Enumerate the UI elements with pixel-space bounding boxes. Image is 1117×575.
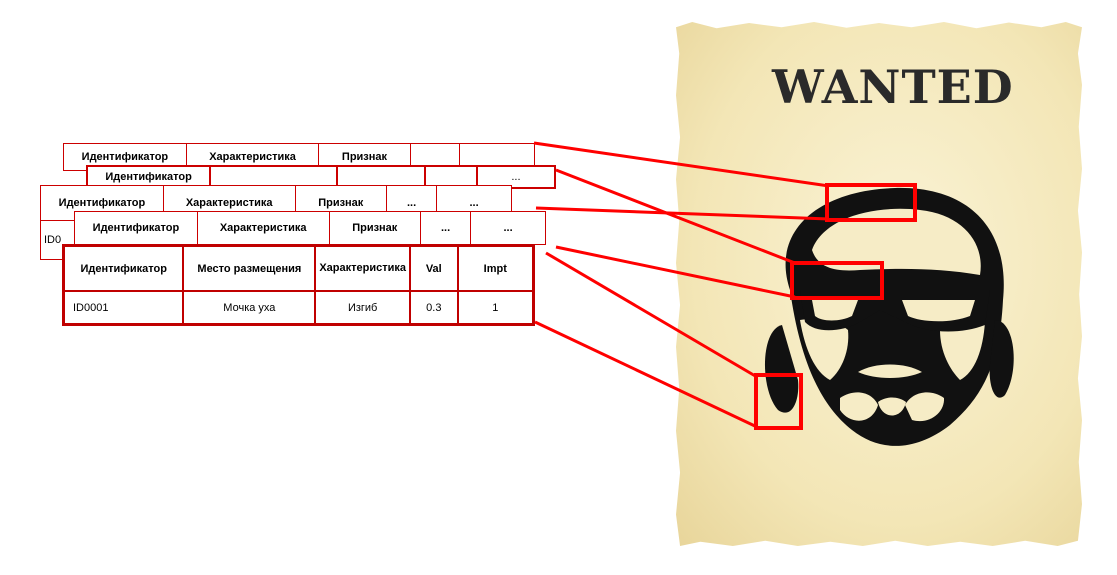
left-ear (764, 325, 799, 413)
right-lens-highlight (902, 300, 975, 322)
forehead-light (812, 208, 981, 275)
cell-id: ID0001 (62, 290, 185, 326)
header-id: Идентификатор (62, 244, 185, 292)
cell-location: Мочка уха (182, 290, 317, 326)
connector-line (533, 141, 830, 188)
header-cell: Признак (328, 211, 421, 245)
cell-val: 0.3 (409, 290, 459, 326)
highlight-box-ear (754, 373, 803, 430)
sunglasses-lenses (812, 300, 975, 322)
connector-line (534, 320, 758, 429)
left-cheek (800, 319, 849, 380)
header-val: Val (409, 244, 459, 292)
header-characteristic: Характеристика (314, 244, 412, 292)
right-ear (989, 320, 1014, 398)
connector-lines (533, 141, 830, 429)
chin-right (905, 392, 945, 422)
right-cheek (940, 320, 985, 380)
highlight-box-eyebrow (790, 261, 884, 300)
back-table-4: Идентификатор Характеристика Признак ...… (74, 211, 546, 245)
chin-left (840, 392, 878, 421)
header-impt: Impt (456, 244, 535, 292)
chin-center (878, 397, 906, 416)
connector-line (555, 168, 796, 265)
cell-impt: 1 (456, 290, 535, 326)
highlight-box-hair (825, 183, 917, 222)
poster-title: WANTED (772, 60, 1014, 114)
header-location: Место размещения (182, 244, 317, 292)
cell-characteristic: Изгиб (314, 290, 412, 326)
left-lens-highlight (812, 300, 858, 321)
connector-line (535, 206, 830, 221)
header-cell: Идентификатор (74, 211, 198, 245)
header-cell: ... (470, 211, 546, 245)
face-features (800, 208, 985, 422)
connector-line (545, 251, 758, 379)
upper-lip (858, 364, 922, 378)
main-table: Идентификатор Место размещения Характери… (62, 244, 535, 326)
highlight-boxes (754, 183, 917, 430)
connector-line (555, 245, 796, 299)
